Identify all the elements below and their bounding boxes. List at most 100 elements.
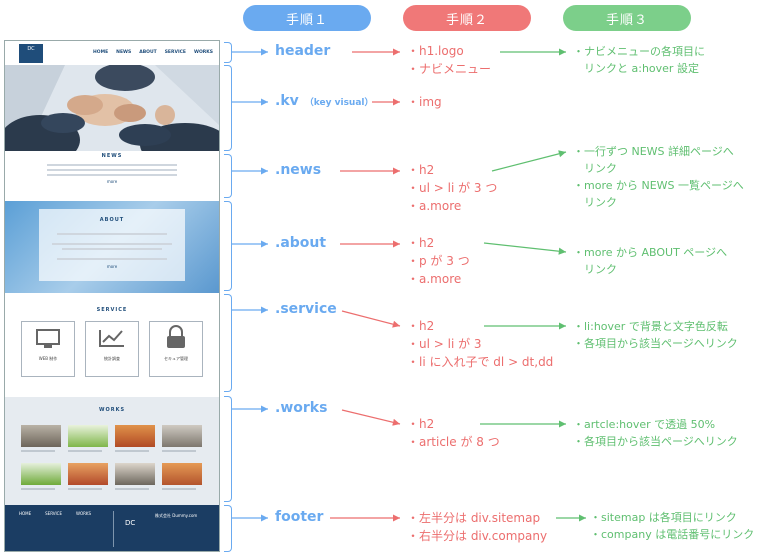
mock-news-row	[47, 174, 177, 176]
section-label-works: .works	[275, 400, 328, 416]
step2-works: ・h2 ・article が 8 つ	[407, 415, 500, 451]
section-label-footer: footer	[275, 509, 324, 525]
step3-item: ・sitemap は各項目にリンク	[590, 511, 737, 524]
step3-item: リンクと a:hover 設定	[573, 62, 699, 75]
mock-work-caption	[21, 450, 55, 452]
bracket-header	[224, 42, 232, 63]
bracket-works	[224, 396, 232, 502]
mock-header: DC HOME NEWS ABOUT SERVICE WORKS	[5, 41, 219, 66]
mock-work-caption	[21, 488, 55, 490]
step2-item: ・li に入れ子で dl > dt,dd	[407, 355, 554, 369]
kv-label-note: （key visual）	[304, 98, 374, 108]
mock-nav-item: HOME	[93, 50, 109, 55]
mock-work-image	[162, 463, 202, 485]
kv-label-text: .kv	[275, 93, 299, 109]
bracket-kv	[224, 65, 232, 151]
mock-works: WORKS	[5, 397, 219, 505]
mock-footer-col: WORKS	[76, 511, 92, 516]
step2-news: ・h2 ・ul > li が 3 つ ・a.more	[407, 161, 497, 215]
step3-item: ・more から NEWS 一覧ページへ	[573, 179, 744, 192]
step2-kv: ・img	[407, 93, 442, 111]
mock-service-item: セキュア管理	[149, 321, 203, 377]
mock-service-label: セキュア管理	[164, 356, 188, 361]
step3-item: ・各項目から該当ページへリンク	[573, 435, 738, 448]
mock-nav: HOME NEWS ABOUT SERVICE WORKS	[93, 50, 213, 55]
step2-item: ・a.more	[407, 272, 462, 286]
step2-item: ・h2	[407, 163, 435, 177]
mock-work-image	[21, 463, 61, 485]
mock-footer-col: SERVICE	[45, 511, 63, 516]
section-label-about: .about	[275, 235, 327, 251]
bracket-service	[224, 294, 232, 392]
mock-about-box: ABOUT more	[39, 209, 185, 281]
mock-footer: HOME SERVICE WORKS DC 株式会社 Dummy.com	[5, 505, 219, 551]
bracket-footer	[224, 505, 232, 552]
mock-work-caption	[68, 488, 102, 490]
mock-service-title: SERVICE	[96, 307, 128, 313]
mock-work-image	[68, 425, 108, 447]
step2-item: ・ナビメニュー	[407, 62, 492, 76]
mock-service-item: WEB 制作	[21, 321, 75, 377]
mock-work-caption	[68, 450, 102, 452]
mock-about-more: more	[106, 264, 118, 269]
step3-item: ・li:hover で背景と文字色反転	[573, 320, 728, 333]
monitor-icon	[36, 329, 60, 348]
step3-item: ・各項目から該当ページへリンク	[573, 337, 738, 350]
mock-service-label: WEB 制作	[38, 356, 58, 361]
step3-works: ・artcle:hover で透過 50% ・各項目から該当ページへリンク	[573, 416, 738, 450]
mock-service-label: 統計調査	[104, 356, 120, 361]
mock-footer-col: HOME	[19, 511, 32, 516]
step2-item: ・ul > li が 3	[407, 337, 482, 351]
step3-item: ・ナビメニューの各項目に	[573, 45, 705, 58]
mock-about-text	[52, 243, 172, 245]
step3-item: リンク	[573, 162, 617, 175]
step2-item: ・左半分は div.sitemap	[407, 511, 541, 525]
bracket-news	[224, 154, 232, 198]
mock-work-image	[115, 425, 155, 447]
mock-work-caption	[115, 450, 149, 452]
mock-work-image	[115, 463, 155, 485]
step2-item: ・右半分は div.company	[407, 529, 548, 543]
mock-work-image	[162, 425, 202, 447]
step3-news: ・一行ずつ NEWS 詳細ページへ リンク ・more から NEWS 一覧ペー…	[573, 143, 744, 211]
step3-item: ・more から ABOUT ページへ	[573, 246, 728, 259]
step3-item: リンク	[573, 196, 617, 209]
mock-news-row	[47, 169, 177, 171]
mock-footer-sitemap: HOME SERVICE WORKS	[19, 511, 91, 516]
step3-item: リンク	[573, 263, 617, 276]
step3-footer: ・sitemap は各項目にリンク ・company は電話番号にリンク	[590, 509, 754, 543]
step2-item: ・p が 3 つ	[407, 254, 470, 268]
mock-work-caption	[115, 488, 149, 490]
mock-nav-item: SERVICE	[164, 50, 187, 55]
step2-header: ・h1.logo ・ナビメニュー	[407, 42, 491, 78]
step3-item: ・一行ずつ NEWS 詳細ページへ	[573, 145, 734, 158]
step2-item: ・h2	[407, 319, 435, 333]
step3-service: ・li:hover で背景と文字色反転 ・各項目から該当ページへリンク	[573, 318, 738, 352]
step3-header: ・ナビメニューの各項目に リンクと a:hover 設定	[573, 43, 705, 77]
mock-news-more: more	[106, 179, 118, 184]
step3-about: ・more から ABOUT ページへ リンク	[573, 244, 727, 278]
step2-item: ・h1.logo	[407, 44, 464, 58]
mock-work-caption	[162, 450, 196, 452]
step-2-pill: 手順２	[403, 5, 531, 31]
step3-item: ・artcle:hover で透過 50%	[573, 418, 716, 431]
mock-footer-logo: DC	[125, 519, 136, 527]
mock-news-row	[47, 164, 177, 166]
lock-icon	[167, 325, 185, 348]
mock-work-image	[68, 463, 108, 485]
mock-nav-item: NEWS	[116, 50, 132, 55]
mock-about-title: ABOUT	[99, 217, 125, 223]
step2-item: ・img	[407, 95, 442, 109]
mock-kv-image	[5, 65, 219, 151]
mock-footer-company: 株式会社 Dummy.com	[155, 513, 198, 518]
step2-item: ・a.more	[407, 199, 462, 213]
step2-item: ・ul > li が 3 つ	[407, 181, 498, 195]
section-label-header: header	[275, 43, 331, 59]
step2-item: ・article が 8 つ	[407, 435, 500, 449]
mock-service: SERVICE WEB 制作 統計調査 セキュア管理	[5, 295, 219, 395]
mock-news: NEWS more	[5, 153, 219, 199]
mock-work-image	[21, 425, 61, 447]
mock-about-text	[57, 233, 167, 235]
mock-about-text	[57, 258, 167, 260]
step2-about: ・h2 ・p が 3 つ ・a.more	[407, 234, 470, 288]
